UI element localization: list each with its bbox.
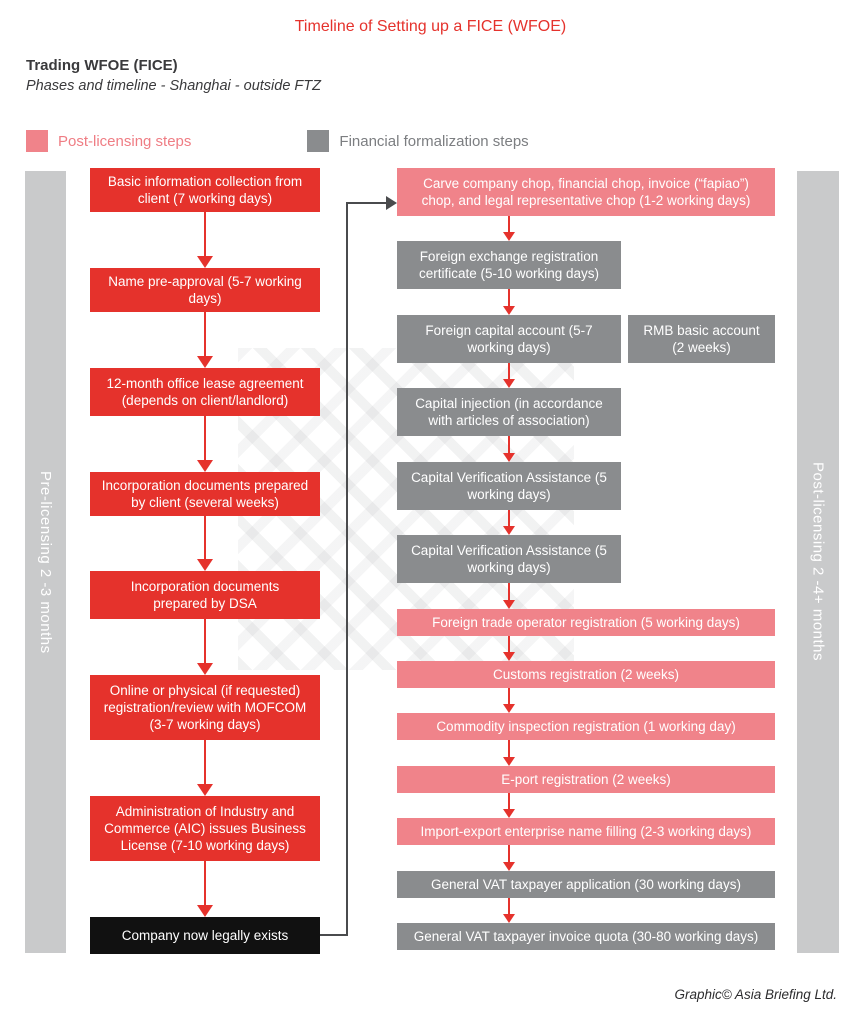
flow-arrow-icon (397, 845, 775, 871)
flow-arrow-icon (90, 861, 320, 918)
arrow-stem (508, 583, 510, 600)
flow-arrow-icon (90, 212, 320, 268)
arrow-stem (204, 415, 206, 463)
flow-step-box: Carve company chop, financial chop, invo… (397, 168, 775, 216)
sidebar-post-licensing-label: Post-licensing 2 -4+ months (809, 462, 827, 662)
arrow-stem (508, 289, 510, 306)
sidebar-post-licensing: Post-licensing 2 -4+ months (797, 171, 839, 953)
arrow-head-icon (197, 663, 213, 676)
flow-arrow-icon (397, 635, 775, 661)
flow-step-box: Commodity inspection registration (1 wor… (397, 713, 775, 741)
flow-arrow-icon (397, 362, 775, 389)
post-licensing-swatch-icon (26, 130, 48, 152)
arrow-head-icon (503, 651, 515, 661)
credit-text: Graphic© Asia Briefing Ltd. (674, 987, 837, 1002)
arrow-head-icon (503, 809, 515, 819)
flow-step-box: RMB basic account (2 weeks) (628, 314, 775, 363)
flow-step-box: Online or physical (if requested) regist… (90, 675, 320, 741)
flow-step-box: Capital Verification Assistance (5 worki… (397, 461, 621, 510)
flow-step-box: Foreign trade operator registration (5 w… (397, 608, 775, 636)
flow-step-box: Basic information collection from client… (90, 168, 320, 212)
connector-line (346, 202, 388, 204)
arrow-stem (204, 311, 206, 359)
arrow-head-icon (503, 526, 515, 536)
diagram-heading: Trading WFOE (FICE) (26, 57, 178, 74)
arrow-head-icon (503, 452, 515, 462)
arrow-stem (204, 619, 206, 667)
financial-formalization-swatch-icon (307, 130, 330, 152)
flow-step-box: Foreign capital account (5-7 working day… (397, 314, 621, 363)
arrow-stem (508, 509, 510, 527)
arrow-head-icon (503, 756, 515, 766)
connector-line (320, 934, 348, 936)
flow-arrow-icon (397, 436, 775, 462)
flow-arrow-icon (90, 619, 320, 676)
flow-step-box: Incorporation documents prepared by DSA (90, 571, 320, 620)
sidebar-pre-licensing-label: Pre-licensing 2 -3 months (37, 470, 54, 654)
arrow-head-icon (197, 459, 213, 472)
flow-step-box: Incorporation documents prepared by clie… (90, 471, 320, 516)
legend-label-post-licensing: Post-licensing steps (58, 132, 192, 150)
page-title: Timeline of Setting up a FICE (WFOE) (294, 18, 567, 35)
pre-licensing-column: Basic information collection from client… (90, 168, 320, 955)
flow-step-box: 12-month office lease agreement (depends… (90, 367, 320, 416)
flow-step-box: Import-export enterprise name filling (2… (397, 818, 775, 846)
arrow-stem (508, 845, 510, 862)
arrow-stem (508, 635, 510, 652)
flow-step-box: General VAT taxpayer invoice quota (30-8… (397, 923, 775, 951)
flow-arrow-icon (397, 740, 775, 766)
arrow-head-icon (197, 905, 213, 918)
arrow-head-icon (197, 784, 213, 797)
legend-label-financial-formalization: Financial formalization steps (339, 132, 529, 150)
flow-arrow-icon (397, 897, 775, 924)
flow-step-box: Company now legally exists (90, 917, 320, 955)
arrow-head-icon (197, 255, 213, 268)
arrow-stem (204, 861, 206, 909)
flow-arrow-icon (397, 509, 775, 536)
arrow-stem (508, 792, 510, 810)
flow-step-box: E-port registration (2 weeks) (397, 765, 775, 793)
sidebar-pre-licensing: Pre-licensing 2 -3 months (25, 171, 66, 953)
arrow-head-icon (503, 861, 515, 871)
arrow-head-icon (503, 704, 515, 714)
post-licensing-column: Carve company chop, financial chop, invo… (397, 168, 775, 951)
flow-step-box: Customs registration (2 weeks) (397, 660, 775, 688)
arrow-stem (508, 362, 510, 380)
diagram-subheading: Phases and timeline - Shanghai - outside… (26, 78, 321, 94)
arrow-head-icon (503, 914, 515, 924)
arrow-head-icon (503, 305, 515, 315)
flow-step-row: Foreign capital account (5-7 working day… (397, 314, 775, 363)
flow-arrow-icon (397, 792, 775, 819)
flow-arrow-icon (397, 583, 775, 609)
flow-step-box: General VAT taxpayer application (30 wor… (397, 870, 775, 898)
arrow-stem (204, 740, 206, 788)
arrow-stem (204, 515, 206, 563)
arrow-stem (508, 897, 510, 915)
connector-arrowhead-icon (386, 196, 397, 210)
flow-arrow-icon (397, 216, 775, 242)
arrow-head-icon (503, 599, 515, 609)
flow-step-box: Foreign exchange registration certificat… (397, 241, 621, 290)
flow-arrow-icon (90, 740, 320, 797)
arrow-stem (508, 740, 510, 757)
flow-step-box: Name pre-approval (5-7 working days) (90, 267, 320, 312)
arrow-head-icon (197, 559, 213, 572)
arrow-stem (508, 216, 510, 233)
arrow-stem (508, 687, 510, 705)
arrow-head-icon (503, 232, 515, 242)
flow-arrow-icon (397, 289, 775, 315)
legend: Post-licensing steps Financial formaliza… (26, 130, 529, 152)
arrow-stem (508, 436, 510, 453)
flow-arrow-icon (90, 415, 320, 472)
flow-step-box: Capital injection (in accordance with ar… (397, 388, 621, 437)
arrow-head-icon (503, 379, 515, 389)
flow-arrow-icon (397, 687, 775, 714)
flow-arrow-icon (90, 311, 320, 368)
arrow-head-icon (197, 355, 213, 368)
arrow-stem (204, 212, 206, 259)
flow-arrow-icon (90, 515, 320, 572)
flow-step-box: Capital Verification Assistance (5 worki… (397, 535, 621, 584)
connector-line (346, 202, 348, 936)
flow-step-box: Administration of Industry and Commerce … (90, 796, 320, 862)
